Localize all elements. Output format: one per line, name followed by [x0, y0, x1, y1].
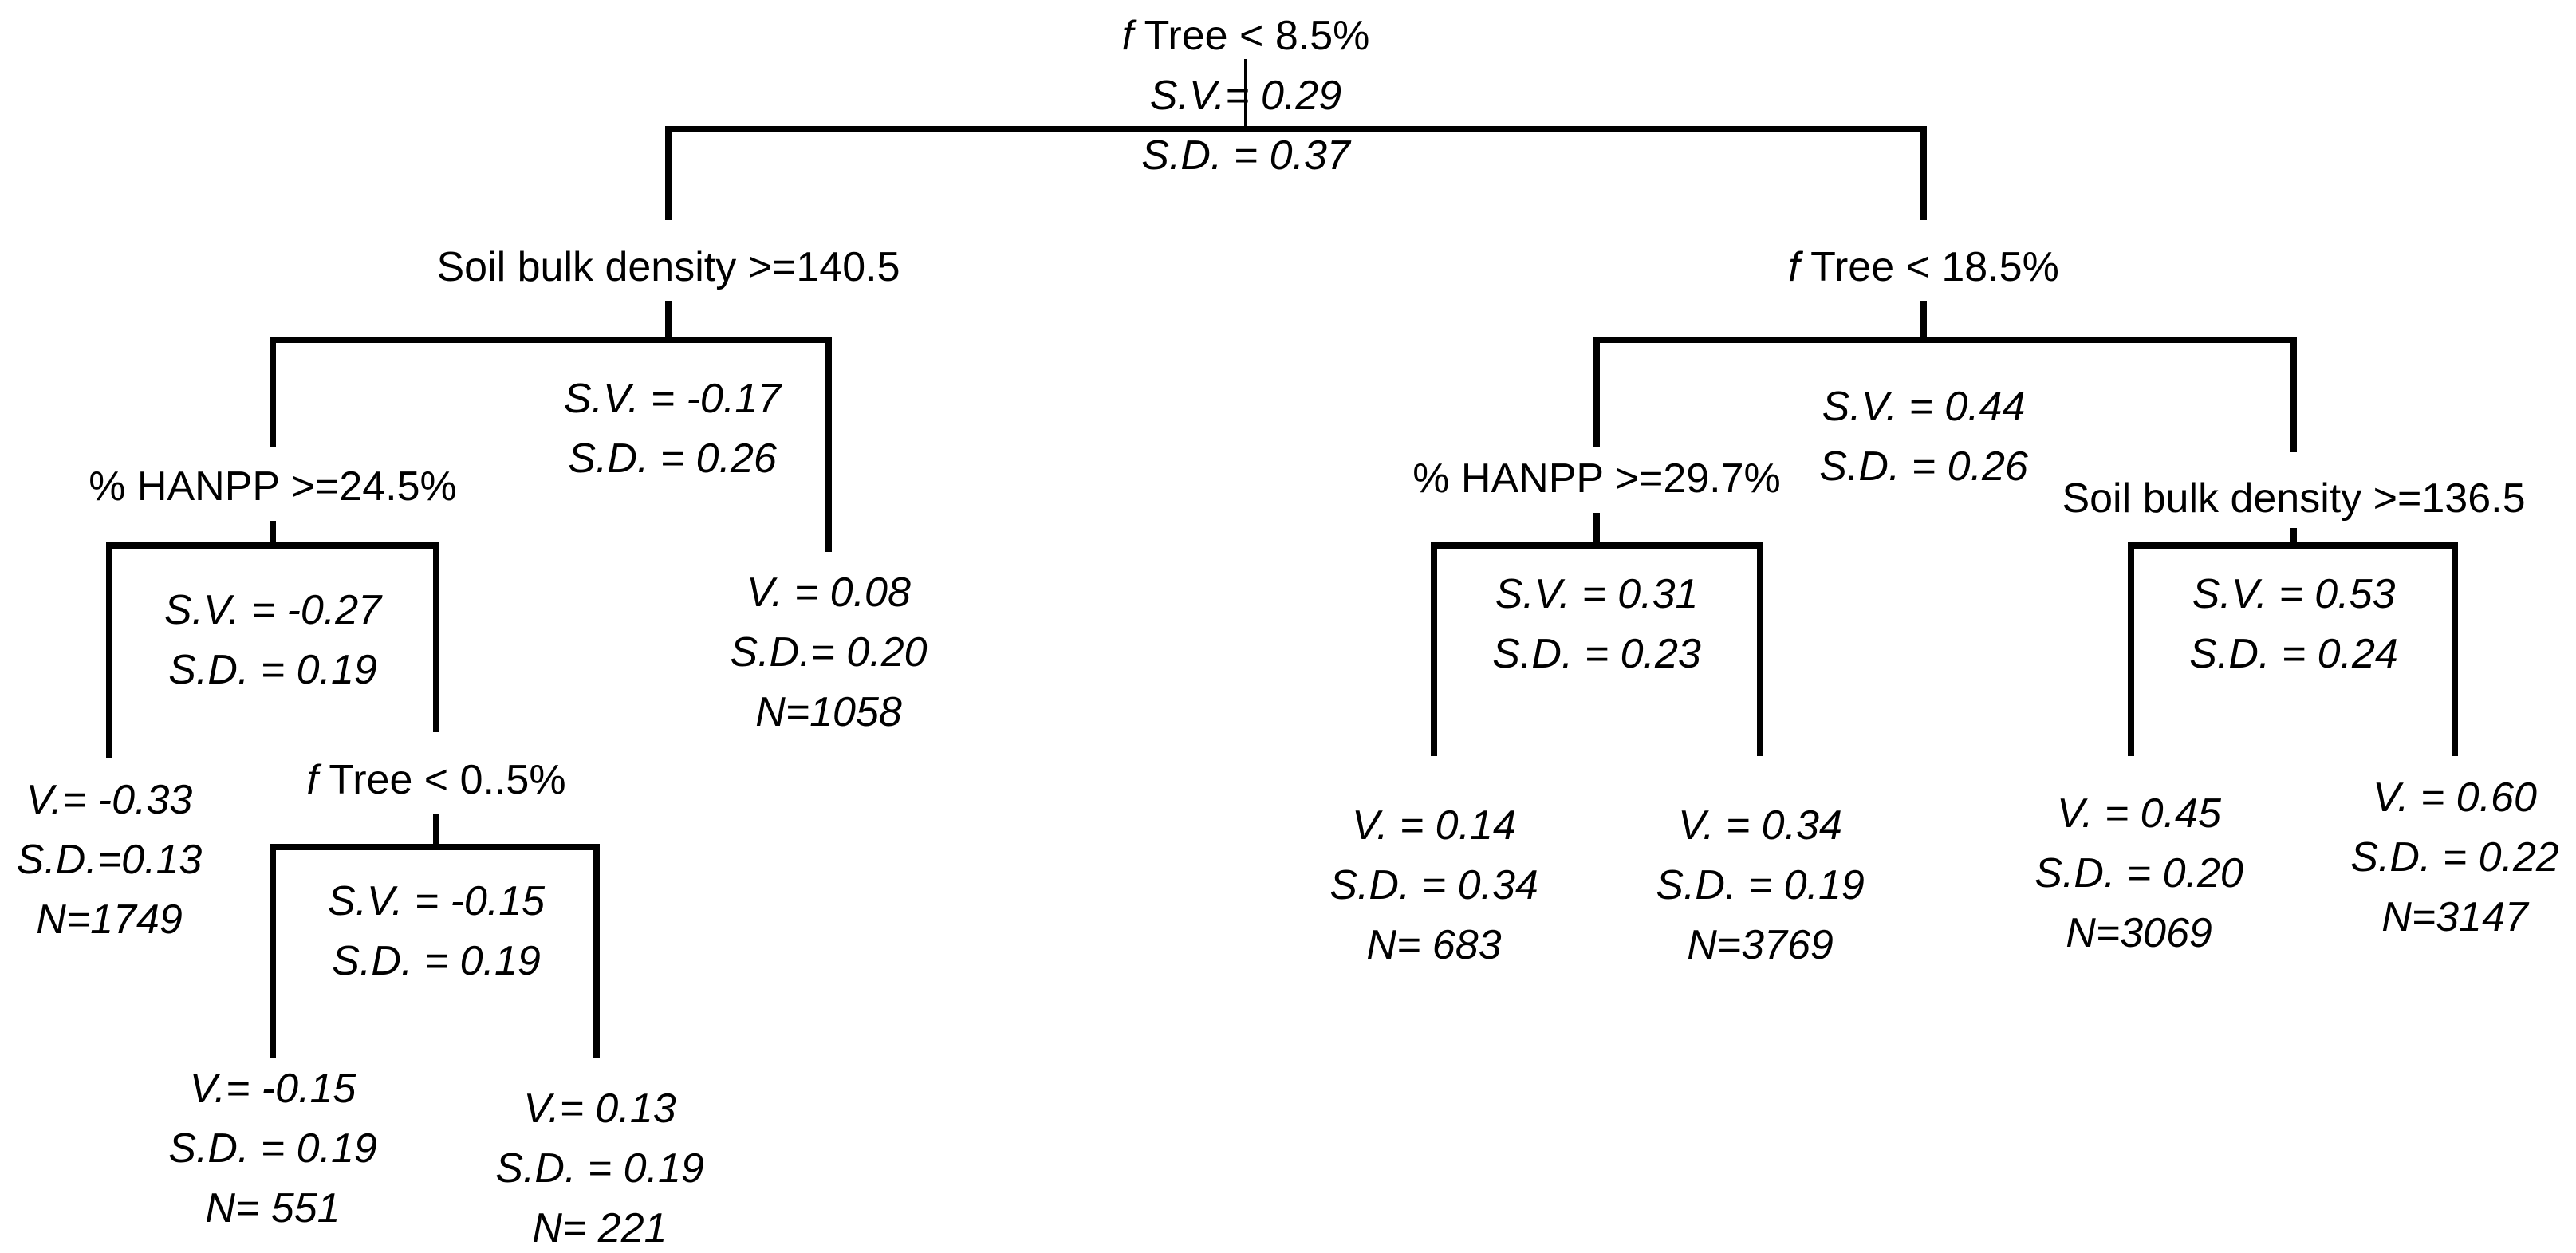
- left-left-right-sd: S.D. = 0.19: [332, 938, 541, 984]
- leaf-l-right: V. = 0.08 S.D.= 0.20 N=1058: [730, 569, 927, 735]
- root-split-label: f Tree < 8.5%: [1122, 13, 1370, 59]
- leaf-value: V.= -0.33: [26, 777, 193, 823]
- right-node: f Tree < 18.5% S.V. = 0.44 S.D. = 0.26: [1788, 244, 2059, 490]
- leaf-rl-left: V. = 0.14 S.D. = 0.34 N= 683: [1329, 802, 1538, 968]
- leaf-sd: S.D. = 0.34: [1329, 862, 1538, 908]
- leaf-value: V. = 0.08: [746, 569, 911, 616]
- leaf-ll-left: V.= -0.33 S.D.=0.13 N=1749: [17, 777, 203, 943]
- leaf-rl-right: V. = 0.34 S.D. = 0.19 N=3769: [1656, 802, 1865, 968]
- leaf-value: V.= 0.13: [523, 1086, 676, 1132]
- left-left-sd: S.D. = 0.19: [168, 647, 377, 693]
- right-right-node: Soil bulk density >=136.5 S.V. = 0.53 S.…: [2062, 475, 2525, 677]
- right-left-split-label: % HANPP >=29.7%: [1412, 455, 1781, 502]
- leaf-rr-left: V. = 0.45 S.D. = 0.20 N=3069: [2034, 790, 2243, 956]
- left-left-right-sv: S.V. = -0.15: [328, 878, 546, 924]
- leaf-value: V. = 0.60: [2373, 774, 2537, 821]
- leaf-value: V.= -0.15: [190, 1066, 357, 1112]
- leaf-value: V. = 0.14: [1352, 802, 1516, 849]
- leaf-n: N=3147: [2381, 894, 2530, 940]
- leaf-sd: S.D. = 0.22: [2350, 834, 2559, 881]
- leaf-sd: S.D.=0.13: [17, 837, 203, 883]
- left-left-node: % HANPP >=24.5% S.V. = -0.27 S.D. = 0.19: [89, 463, 457, 693]
- left-left-right-split-label: f Tree < 0..5%: [306, 757, 565, 803]
- leaf-llr-right: V.= 0.13 S.D. = 0.19 N= 221: [495, 1086, 704, 1251]
- leaf-n: N=3069: [2066, 910, 2212, 956]
- left-sv: S.V. = -0.17: [564, 376, 782, 422]
- leaf-n: N= 683: [1366, 922, 1501, 968]
- left-split-label: Soil bulk density >=140.5: [436, 244, 900, 290]
- left-node: Soil bulk density >=140.5 S.V. = -0.17 S…: [436, 244, 900, 482]
- leaf-value: V. = 0.34: [1678, 802, 1842, 849]
- leaf-n: N=3769: [1687, 922, 1834, 968]
- leaf-n: N=1749: [36, 896, 183, 943]
- leaf-sd: S.D. = 0.19: [168, 1125, 377, 1172]
- leaf-llr-left: V.= -0.15 S.D. = 0.19 N= 551: [168, 1066, 377, 1231]
- leaf-value: V. = 0.45: [2057, 790, 2222, 837]
- leaf-n: N= 551: [205, 1185, 340, 1231]
- right-left-node: % HANPP >=29.7% S.V. = 0.31 S.D. = 0.23: [1412, 455, 1781, 677]
- left-left-sv: S.V. = -0.27: [164, 587, 383, 633]
- right-left-sv: S.V. = 0.31: [1495, 571, 1699, 617]
- right-right-sd: S.D. = 0.24: [2189, 631, 2398, 677]
- left-sd: S.D. = 0.26: [568, 435, 777, 482]
- leaf-sd: S.D. = 0.20: [2034, 850, 2243, 896]
- leaf-sd: S.D. = 0.19: [1656, 862, 1865, 908]
- right-sd: S.D. = 0.26: [1819, 443, 2028, 490]
- right-right-sv: S.V. = 0.53: [2192, 571, 2396, 617]
- left-left-right-node: f Tree < 0..5% S.V. = -0.15 S.D. = 0.19: [306, 757, 565, 984]
- leaf-n: N=1058: [755, 689, 902, 735]
- right-sv: S.V. = 0.44: [1822, 384, 2026, 430]
- right-split-label: f Tree < 18.5%: [1788, 244, 2059, 290]
- left-left-split-label: % HANPP >=24.5%: [89, 463, 457, 510]
- right-right-split-label: Soil bulk density >=136.5: [2062, 475, 2525, 522]
- leaf-rr-right: V. = 0.60 S.D. = 0.22 N=3147: [2350, 774, 2559, 940]
- root-sd: S.D. = 0.37: [1141, 132, 1352, 179]
- leaf-sd: S.D. = 0.19: [495, 1145, 704, 1192]
- leaf-sd: S.D.= 0.20: [730, 629, 927, 676]
- right-left-sd: S.D. = 0.23: [1492, 631, 1701, 677]
- leaf-n: N= 221: [532, 1205, 667, 1251]
